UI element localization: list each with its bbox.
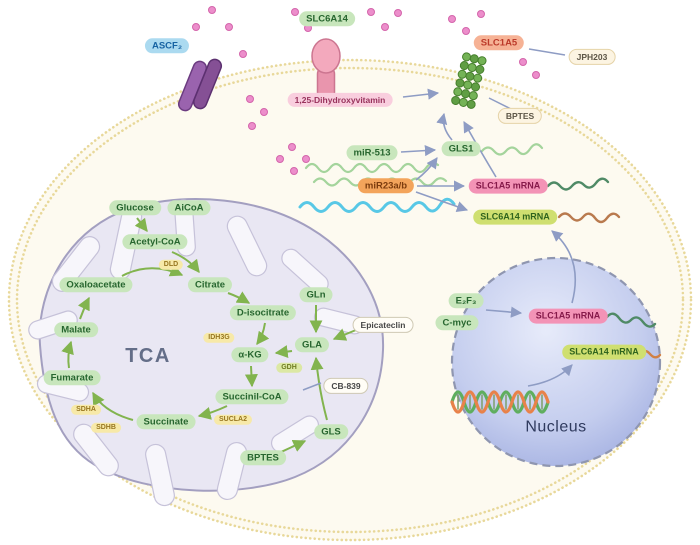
epicateclin-label: Epicateclin xyxy=(352,316,414,334)
inhibitor-lines xyxy=(302,48,566,391)
aicoa-label: AiCoA xyxy=(167,200,211,216)
slc6a14-mrna-cyto-label: SLC6A14 mRNA xyxy=(473,209,557,225)
jph203-label: JPH203 xyxy=(568,48,616,66)
cb839-label: CB-839 xyxy=(323,377,369,395)
mir23ab-label: miR23a/b xyxy=(357,178,415,194)
gln-label: GLn xyxy=(299,287,333,303)
purple-transporter-icon xyxy=(177,58,223,112)
citrate-label: Citrate xyxy=(187,277,233,293)
slc6a14-mrna-nuc-label: SLC6A14 mRNA xyxy=(562,344,646,360)
cristae xyxy=(28,199,365,507)
slc6a14-label: SLC6A14 xyxy=(299,11,355,27)
cyan-strand xyxy=(298,197,456,213)
ascf2-label: ASCF₂ xyxy=(144,38,190,54)
acetyl-coa-label: Acetyl-CoA xyxy=(122,234,188,250)
idh3g-label: IDH3G xyxy=(203,332,235,344)
d-isocitrate-label: D-isocitrate xyxy=(229,305,297,321)
gla-label: GLA xyxy=(294,337,330,353)
tca-arrows xyxy=(61,217,357,453)
nucleus-title: Nucleus xyxy=(525,418,587,436)
gls1-strand xyxy=(480,143,544,156)
bead-transporter-icon xyxy=(451,52,487,109)
sdhb-label: SDHB xyxy=(91,422,121,434)
mir513-strand xyxy=(304,161,440,174)
dld-label: DLD xyxy=(158,259,184,271)
oxaloacetate-label: Oxaloacetate xyxy=(59,277,133,293)
nucleus-slc1a5-strand xyxy=(605,312,657,328)
slc1a5-label: SLC1A5 xyxy=(473,35,525,51)
dna-helix-icon xyxy=(450,390,550,414)
gdh-label: GDH xyxy=(276,362,302,374)
glucose-label: Glucose xyxy=(109,200,161,216)
rna-strands xyxy=(298,143,662,359)
e2f3-label: E₂F₃ xyxy=(448,293,484,309)
fumarate-label: Fumarate xyxy=(43,370,101,386)
mir513-label: miR-513 xyxy=(346,145,398,161)
akg-label: α-KG xyxy=(231,347,269,363)
gls-label: GLS xyxy=(314,424,348,440)
malate-label: Malate xyxy=(54,322,98,338)
cmyc-label: C-myc xyxy=(435,315,479,331)
gls1-label: GLS1 xyxy=(441,141,481,157)
dihydroxyvitamin-label: 1,25-Dihydroxyvitamin xyxy=(287,92,393,108)
molecule-dots xyxy=(192,6,540,175)
succinate-label: Succinate xyxy=(136,414,196,430)
sdha-label: SDHA xyxy=(71,404,101,416)
nucleus-body xyxy=(450,256,662,468)
signal-arrows xyxy=(400,88,577,387)
sucla2-label: SUCLA2 xyxy=(213,414,253,426)
bptes-bottom-label: BPTES xyxy=(240,450,286,466)
succinil-coa-label: Succinil-CoA xyxy=(215,389,289,405)
slc1a5-mrna-cyto-label: SLC1A5 mRNA xyxy=(468,178,548,194)
tca-title: TCA xyxy=(125,345,171,367)
bptes-top-label: BPTES xyxy=(497,107,543,125)
slc1a5-mrna-strand xyxy=(546,177,610,191)
slc6a14-mrna-strand xyxy=(557,212,621,224)
slc1a5-mrna-nuc-label: SLC1A5 mRNA xyxy=(528,308,608,324)
